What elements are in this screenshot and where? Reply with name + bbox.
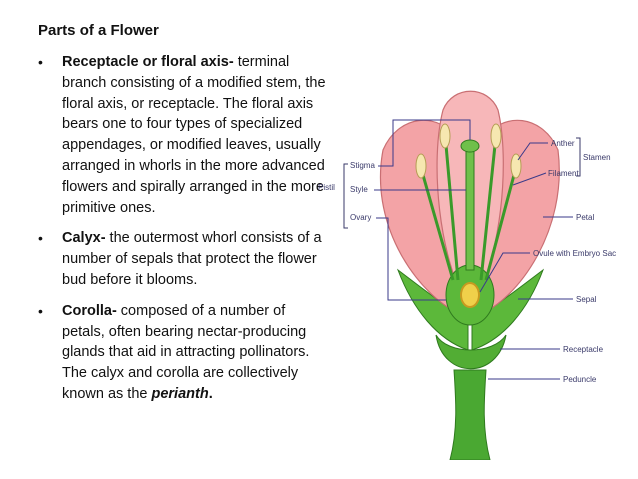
term-receptacle: Receptacle or floral axis- [62,54,234,70]
desc-receptacle: terminal branch consisting of a modified… [62,54,326,216]
label-peduncle: Peduncle [563,375,597,384]
term-calyx: Calyx- [62,230,106,247]
slide-title: Parts of a Flower [38,22,159,39]
label-ovule: Ovule with Embryo Sac [533,249,616,258]
leader-ovule [479,252,530,293]
filament-left-shape [421,174,455,281]
ovule-shape [460,282,480,308]
receptacle-shape [435,334,507,370]
leader-ovary [376,217,446,301]
bullet-dot: • [38,54,43,70]
filament-right2-shape [479,144,497,281]
filament-left2-shape [444,144,460,281]
label-stamen: Stamen [583,153,611,162]
leader-filament [512,172,547,186]
pistil-bracket [343,163,348,229]
label-receptacle: Receptacle [563,345,604,354]
bullet-corolla: • Corolla- composed of a number of petal… [38,301,328,405]
label-pistil: Pistil [318,183,335,192]
anther-shape [415,153,427,179]
peduncle-shape [449,369,491,460]
label-petal: Petal [576,213,594,222]
bullet-receptacle: • Receptacle or floral axis- terminal br… [38,52,328,218]
anther-shape [439,123,451,149]
flower-diagram: Stigma Pistil Style Ovary Anther Stamen … [318,90,616,460]
label-sepal: Sepal [576,295,597,304]
term-perianth: perianth [151,385,209,402]
desc-calyx: the outermost whorl consists of a number… [62,230,322,288]
label-filament: Filament [548,169,579,178]
bullet-calyx: • Calyx- the outermost whorl consists of… [38,228,328,290]
bullet-list: • Receptacle or floral axis- terminal br… [38,52,328,415]
leader-stigma [378,119,471,167]
desc-corolla: composed of a number of petals, often be… [62,302,310,402]
leader-anther [517,142,548,161]
term-corolla: Corolla- [62,302,117,319]
desc-corolla-tail: . [208,385,213,402]
bullet-dot: • [38,230,43,247]
label-ovary: Ovary [350,213,371,222]
label-style: Style [350,185,368,194]
label-anther: Anther [551,139,575,148]
style-shape [465,149,475,271]
bullet-dot: • [38,302,43,319]
label-stigma: Stigma [350,161,375,170]
anther-shape [490,123,502,149]
stamen-bracket [576,137,581,177]
filament-right-shape [484,174,516,281]
stigma-shape [460,139,480,153]
